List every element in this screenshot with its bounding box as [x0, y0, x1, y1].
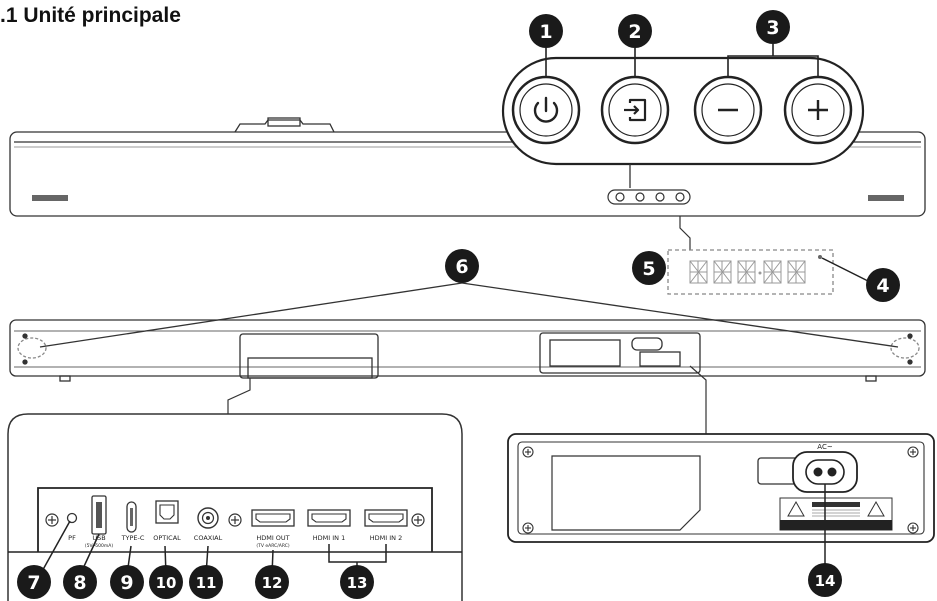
svg-text:8: 8	[73, 572, 86, 594]
ac-inlet-icon	[805, 459, 845, 485]
led-display-zoom	[667, 216, 871, 295]
hdmi-in2-label: HDMI IN 2	[370, 534, 402, 542]
coaxial-port	[197, 507, 219, 529]
input-source-button[interactable]	[600, 75, 670, 145]
usb-label: USB	[92, 534, 105, 542]
type-c-label: TYPE-C	[121, 534, 145, 542]
callout-8: 8	[63, 565, 97, 599]
optical-label: OPTICAL	[153, 534, 181, 542]
callout-4: 4	[866, 268, 900, 302]
callout-5: 5	[632, 251, 666, 285]
callout-7: 7	[17, 565, 51, 599]
callout-11: 11	[189, 565, 223, 599]
front-button-cluster	[607, 189, 691, 205]
volume-down-button[interactable]	[693, 75, 763, 145]
callout-6-line-left	[39, 282, 463, 348]
svg-text:5: 5	[642, 258, 655, 280]
input-source-icon	[624, 98, 647, 122]
svg-text:11: 11	[196, 574, 217, 592]
section-title: .1 Unité principale	[0, 4, 181, 27]
callout-12: 12	[255, 565, 289, 599]
callout-13: 13	[340, 565, 374, 599]
callout-6: 6	[445, 249, 479, 283]
hdmi-in1-label: HDMI IN 1	[313, 534, 345, 542]
callouts: 1 2 3 4 5 6 7 8 9 10 11 12 13 14	[17, 10, 900, 599]
svg-text:12: 12	[262, 574, 283, 592]
optical-port	[155, 500, 179, 524]
coaxial-label: COAXIAL	[194, 534, 223, 542]
callout-3: 3	[756, 10, 790, 44]
button-panel-zoom	[501, 44, 865, 188]
ac-label: AC~	[817, 443, 833, 451]
soundbar-rear	[9, 319, 926, 382]
callout-10: 10	[149, 565, 183, 599]
ac-panel-zoom: AC~	[507, 433, 935, 575]
svg-text:14: 14	[815, 572, 836, 590]
type-c-port	[126, 501, 137, 533]
callout-1: 1	[529, 14, 563, 48]
hdmi-out-port	[251, 509, 295, 527]
svg-text:9: 9	[120, 572, 133, 594]
svg-text:10: 10	[156, 574, 177, 592]
callout-9: 9	[110, 565, 144, 599]
port-panel-zoom: PF USB (5V━500mA) TYPE-C OPTICAL COAXIAL…	[7, 413, 463, 601]
svg-text:7: 7	[27, 572, 40, 594]
svg-text:2: 2	[628, 21, 641, 43]
volume-up-button[interactable]	[783, 75, 853, 145]
pf-label: PF	[68, 534, 76, 542]
callout-14: 14	[808, 563, 842, 597]
plus-icon	[808, 100, 828, 120]
power-button[interactable]	[511, 75, 581, 145]
callout-2: 2	[618, 14, 652, 48]
svg-text:3: 3	[766, 17, 779, 39]
svg-text:4: 4	[876, 275, 889, 297]
power-icon	[533, 96, 559, 123]
hdmi-in2-port	[364, 509, 408, 527]
svg-text:6: 6	[455, 256, 468, 278]
svg-text:1: 1	[539, 21, 552, 43]
svg-text:13: 13	[347, 574, 368, 592]
hdmi-out-label: HDMI OUT	[256, 534, 289, 542]
usb-port	[91, 495, 107, 535]
usb-sub-label: (5V━500mA)	[85, 543, 113, 549]
pf-button[interactable]	[66, 512, 78, 524]
hdmi-in1-port	[307, 509, 351, 527]
callout-6-line-right	[461, 282, 899, 348]
hdmi-out-sub-label: (TV eARC/ARC)	[256, 543, 290, 549]
